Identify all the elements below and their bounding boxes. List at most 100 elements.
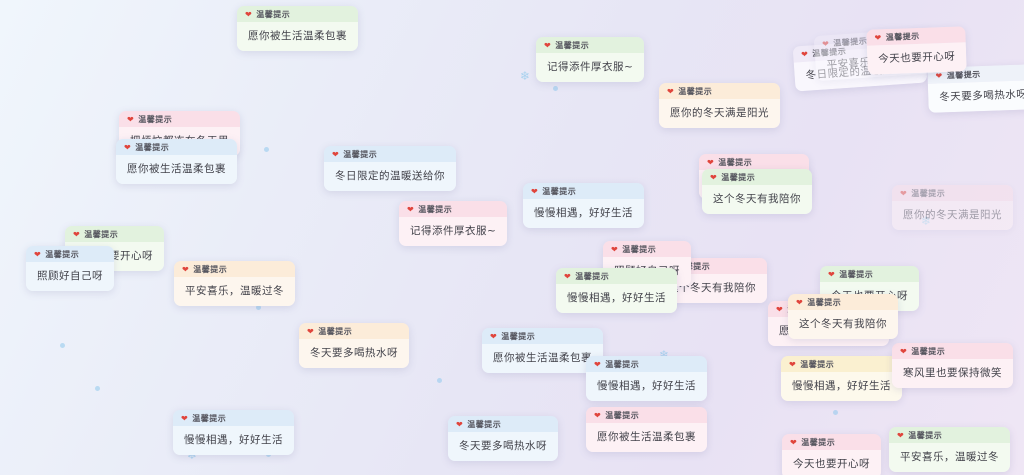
heart-icon: ❤ xyxy=(796,297,804,307)
tip-card[interactable]: ❤ 温馨提示 寒风里也要保持微笑 xyxy=(892,343,1013,388)
tip-card-message: 愿你被生活温柔包裹 xyxy=(586,423,707,452)
heart-icon: ❤ xyxy=(611,244,619,254)
tip-card[interactable]: ❤ 温馨提示 照顾好自己呀 xyxy=(26,246,114,291)
tip-card-header: ❤ 温馨提示 xyxy=(523,183,644,199)
tip-card-header: ❤ 温馨提示 xyxy=(173,410,294,426)
tip-card[interactable]: ❤ 温馨提示 慢慢相遇，好好生活 xyxy=(556,268,677,313)
heart-icon: ❤ xyxy=(667,86,675,96)
heart-icon: ❤ xyxy=(874,32,882,42)
tip-card-message: 寒风里也要保持微笑 xyxy=(892,359,1013,388)
tip-card-title: 温馨提示 xyxy=(45,250,80,259)
tip-card-message: 记得添件厚衣服~ xyxy=(536,53,645,82)
tip-card[interactable]: ❤ 温馨提示 冬日限定的温暖送给你 xyxy=(324,146,456,191)
tip-card-message: 照顾好自己呀 xyxy=(26,262,114,291)
snowflake-icon: ❄ xyxy=(520,69,531,83)
tip-card[interactable]: ❤ 温馨提示 记得添件厚衣服~ xyxy=(399,201,508,246)
tip-card[interactable]: ❤ 温馨提示 愿你被生活温柔包裹 xyxy=(116,139,237,184)
tip-card[interactable]: ❤ 温馨提示 愿你的冬天满是阳光 xyxy=(892,185,1013,230)
tip-card-header: ❤ 温馨提示 xyxy=(603,241,691,257)
heart-icon: ❤ xyxy=(73,229,81,239)
tip-card-header: ❤ 温馨提示 xyxy=(892,343,1013,359)
tip-card-message: 愿你的冬天满是阳光 xyxy=(892,201,1013,230)
tip-card[interactable]: ❤ 温馨提示 今天也要开心呀 xyxy=(866,26,967,75)
tip-card-message: 慢慢相遇，好好生活 xyxy=(781,372,902,401)
tip-card-message: 这个冬天有我陪你 xyxy=(788,310,898,339)
tip-card[interactable]: ❤ 温馨提示 慢慢相遇，好好生活 xyxy=(586,356,707,401)
dot-decoration xyxy=(553,86,558,91)
tip-card[interactable]: ❤ 温馨提示 愿你被生活温柔包裹 xyxy=(482,328,603,373)
tip-card-title: 温馨提示 xyxy=(193,265,228,274)
tip-card-title: 温馨提示 xyxy=(622,245,657,254)
tip-card[interactable]: ❤ 温馨提示 冬天要多喝热水呀 xyxy=(448,416,558,461)
heart-icon: ❤ xyxy=(124,142,132,152)
tip-card[interactable]: ❤ 温馨提示 慢慢相遇，好好生活 xyxy=(173,410,294,455)
tip-card-header: ❤ 温馨提示 xyxy=(26,246,114,262)
dot-decoration xyxy=(60,343,65,348)
tip-card-message: 冬日限定的温暖送给你 xyxy=(324,162,456,191)
tip-card-header: ❤ 温馨提示 xyxy=(782,434,881,450)
tip-card-header: ❤ 温馨提示 xyxy=(299,323,409,339)
tip-card[interactable]: ❤ 温馨提示 平安喜乐，温暖过冬 xyxy=(174,261,295,306)
tip-card-title: 温馨提示 xyxy=(718,158,753,167)
tip-card[interactable]: ❤ 温馨提示 这个冬天有我陪你 xyxy=(702,169,812,214)
tip-card-header: ❤ 温馨提示 xyxy=(781,356,902,372)
tip-card[interactable]: ❤ 温馨提示 愿你被生活温柔包裹 xyxy=(237,6,358,51)
tip-card[interactable]: ❤ 温馨提示 愿你被生活温柔包裹 xyxy=(586,407,707,452)
tip-card-title: 温馨提示 xyxy=(256,10,291,19)
tip-card[interactable]: ❤ 温馨提示 这个冬天有我陪你 xyxy=(788,294,898,339)
tip-card-message: 今天也要开心呀 xyxy=(782,450,881,475)
tip-card-header: ❤ 温馨提示 xyxy=(324,146,456,162)
heart-icon: ❤ xyxy=(34,249,42,259)
tip-card-message: 冬天要多喝热水呀 xyxy=(927,80,1024,113)
heart-icon: ❤ xyxy=(245,9,253,19)
tip-card-title: 温馨提示 xyxy=(833,36,868,48)
tip-card-title: 温馨提示 xyxy=(501,332,536,341)
tip-card[interactable]: ❤ 温馨提示 记得添件厚衣服~ xyxy=(536,37,645,82)
tip-card-title: 温馨提示 xyxy=(318,327,353,336)
tip-card-header: ❤ 温馨提示 xyxy=(116,139,237,155)
dot-decoration xyxy=(264,147,269,152)
tip-card-title: 温馨提示 xyxy=(908,431,943,440)
tip-card-title: 温馨提示 xyxy=(343,150,378,159)
tip-card-header: ❤ 温馨提示 xyxy=(892,185,1013,201)
heart-icon: ❤ xyxy=(332,149,340,159)
tip-card[interactable]: ❤ 温馨提示 慢慢相遇，好好生活 xyxy=(523,183,644,228)
tip-card-title: 温馨提示 xyxy=(575,272,610,281)
tip-card-title: 温馨提示 xyxy=(138,115,173,124)
dot-decoration xyxy=(95,386,100,391)
tip-card-title: 温馨提示 xyxy=(801,438,836,447)
tip-card-header: ❤ 温馨提示 xyxy=(889,427,1010,443)
tip-card-message: 冬天要多喝热水呀 xyxy=(448,432,558,461)
tip-card-header: ❤ 温馨提示 xyxy=(399,201,508,217)
tip-card-message: 慢慢相遇，好好生活 xyxy=(523,199,644,228)
tip-card-header: ❤ 温馨提示 xyxy=(820,266,919,282)
heart-icon: ❤ xyxy=(707,157,715,167)
tip-card-header: ❤ 温馨提示 xyxy=(556,268,677,284)
tip-card[interactable]: ❤ 温馨提示 愿你的冬天满是阳光 xyxy=(659,83,780,128)
tip-card-title: 温馨提示 xyxy=(555,41,590,50)
heart-icon: ❤ xyxy=(182,264,190,274)
tip-card[interactable]: ❤ 温馨提示 冬天要多喝热水呀 xyxy=(299,323,409,368)
heart-icon: ❤ xyxy=(307,326,315,336)
tip-card-title: 温馨提示 xyxy=(800,360,835,369)
heart-icon: ❤ xyxy=(564,271,572,281)
tip-card-title: 温馨提示 xyxy=(467,420,502,429)
tip-card-title: 温馨提示 xyxy=(605,360,640,369)
heart-icon: ❤ xyxy=(828,269,836,279)
tip-card[interactable]: ❤ 温馨提示 慢慢相遇，好好生活 xyxy=(781,356,902,401)
tip-card-title: 温馨提示 xyxy=(885,31,920,43)
heart-icon: ❤ xyxy=(456,419,464,429)
tip-card-header: ❤ 温馨提示 xyxy=(237,6,358,22)
tip-card-title: 温馨提示 xyxy=(84,230,119,239)
tip-card-message: 愿你被生活温柔包裹 xyxy=(237,22,358,51)
tip-card-message: 冬天要多喝热水呀 xyxy=(299,339,409,368)
tip-card[interactable]: ❤ 温馨提示 平安喜乐，温暖过冬 xyxy=(889,427,1010,472)
tip-card[interactable]: ❤ 温馨提示 今天也要开心呀 xyxy=(782,434,881,475)
heart-icon: ❤ xyxy=(710,172,718,182)
tip-card-title: 温馨提示 xyxy=(807,298,842,307)
tip-card-header: ❤ 温馨提示 xyxy=(65,226,164,242)
tip-card-title: 温馨提示 xyxy=(839,270,874,279)
tip-card-title: 温馨提示 xyxy=(911,189,946,198)
tip-card-title: 温馨提示 xyxy=(678,87,713,96)
tip-card-message: 愿你的冬天满是阳光 xyxy=(659,99,780,128)
